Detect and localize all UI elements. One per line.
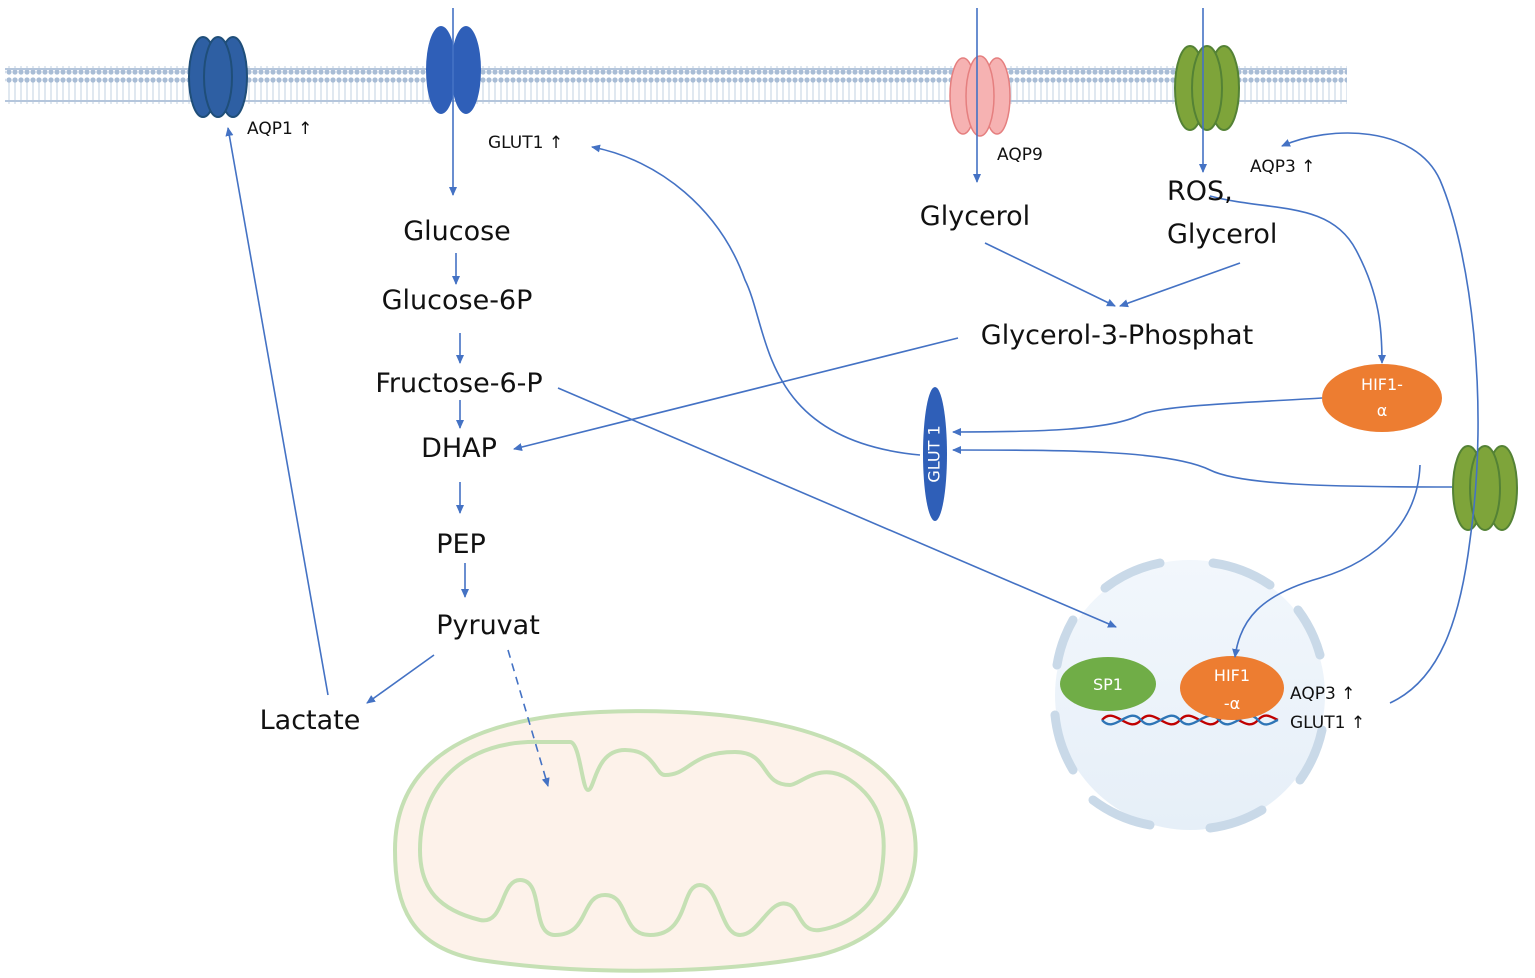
dhap-label: DHAP	[421, 433, 497, 464]
aqp9-channel	[949, 55, 1011, 137]
ros-label: ROS,	[1167, 176, 1233, 207]
fructose-6p-label: Fructose-6-P	[375, 368, 542, 399]
sp1-label: SP1	[1093, 675, 1123, 694]
glucose-6p-label: Glucose-6P	[382, 285, 533, 316]
arrow-pyruvat-to-lactate	[366, 654, 435, 704]
glut1-vesicle: GLUT 1	[923, 387, 947, 521]
arrow-rosglycerol-to-g3p	[1119, 262, 1241, 308]
arrow-ros-to-hif1a	[1209, 195, 1386, 364]
pyruvat-label: Pyruvat	[436, 610, 540, 641]
hif1a-nucleus: HIF1 -α	[1180, 656, 1284, 720]
aqp3-channel-vesicle	[1452, 445, 1518, 531]
sp1-factor: SP1	[1060, 657, 1156, 711]
hif1a-nuc-label-2: -α	[1224, 694, 1240, 713]
glut1-vertical-label: GLUT 1	[925, 425, 944, 482]
arrow-g3p-to-dhap	[513, 337, 959, 451]
glut1-channel	[426, 26, 481, 114]
hif1a-nuc-label-1: HIF1	[1214, 666, 1250, 685]
pep-label: PEP	[436, 529, 486, 560]
aqp1-label: AQP1 ↑	[247, 119, 312, 139]
aqp1-channel	[188, 36, 248, 118]
arrow-nucleus-to-aqp3	[1281, 132, 1479, 704]
dna-helix	[1101, 714, 1279, 726]
aqp3-label: AQP3 ↑	[1250, 157, 1315, 177]
mitochondrion	[392, 709, 918, 973]
hif1a-cyto-label-2: α	[1377, 401, 1388, 420]
ros-glycerol-label: Glycerol	[1167, 219, 1277, 250]
arrow-hif1a-to-glut1	[952, 397, 1323, 436]
nucleus-aqp3-label: AQP3 ↑	[1290, 684, 1355, 704]
aqp3-channel-membrane	[1174, 45, 1240, 131]
hif1a-cyto-label-1: HIF1-	[1361, 375, 1403, 394]
arrow-f6p-to-nucleus	[557, 387, 1117, 628]
hif1a-cytoplasm: HIF1- α	[1322, 364, 1442, 432]
nucleus-glut1-label: GLUT1 ↑	[1290, 713, 1365, 733]
lactate-label: Lactate	[260, 705, 361, 736]
glut1-label: GLUT1 ↑	[488, 133, 563, 153]
glucose-label: Glucose	[403, 216, 511, 247]
pathway-arrows	[225, 8, 1479, 787]
arrow-glut1-vesicle-to-glut1	[591, 144, 921, 456]
arrow-glycerol-to-g3p	[984, 242, 1116, 307]
glycerol-label: Glycerol	[920, 201, 1030, 232]
glycerol-3-phosphat-label: Glycerol-3-Phosphat	[981, 320, 1253, 351]
arrow-lactate-to-aqp1	[225, 127, 329, 696]
arrow-aqp3-vesicle-to-hif1a-nucleus	[1232, 464, 1421, 658]
arrow-pyruvat-to-mitochondrion	[507, 649, 550, 787]
aqp9-label: AQP9	[997, 145, 1043, 165]
arrow-aqp3-vesicle-to-glut1	[952, 446, 1453, 488]
